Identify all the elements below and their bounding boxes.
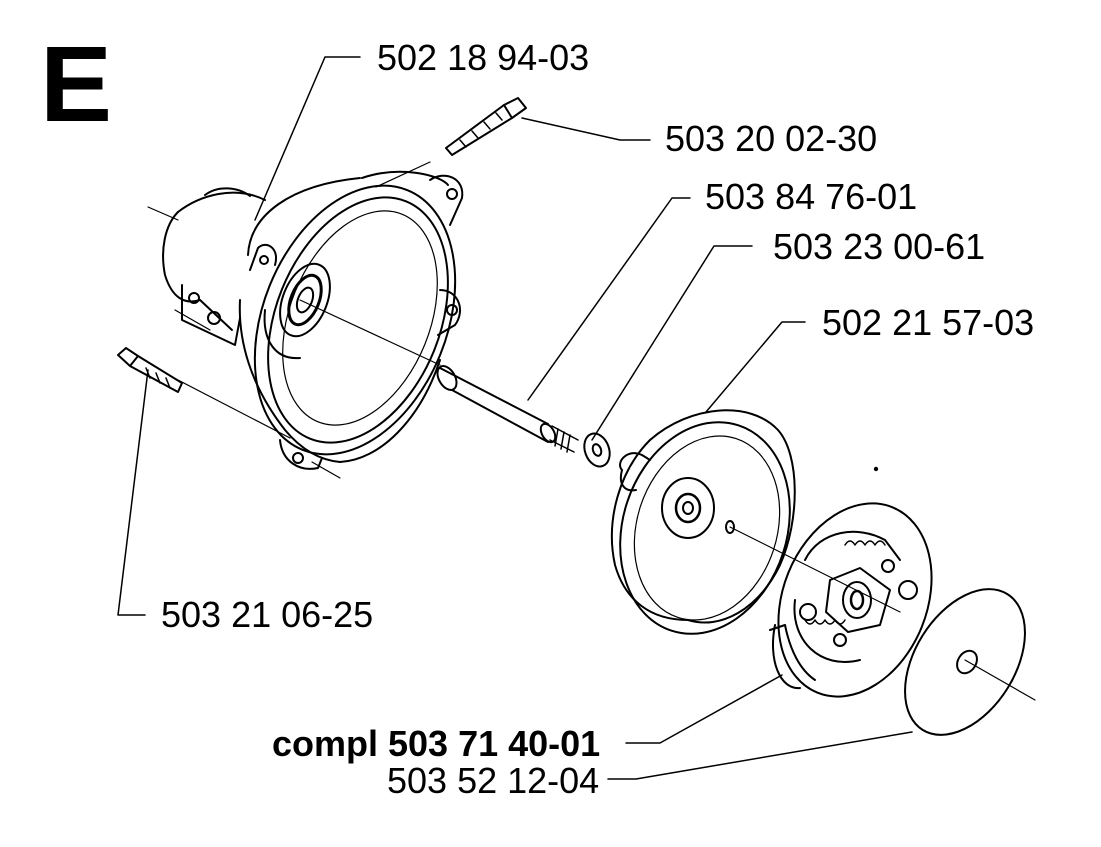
part-label-washer: 503 23 00-61 (773, 226, 986, 267)
leader-clutch-assembly (625, 674, 783, 744)
clutch-drum-drawing (611, 409, 796, 635)
clutch-assembly-drawing (769, 502, 933, 698)
leader-clutch-drum (705, 321, 806, 413)
part-label-gear-housing: 502 18 94-03 (377, 37, 590, 78)
washer-drawing (583, 432, 611, 468)
part-label-cover-plate: 503 52 12-04 (387, 760, 600, 801)
gear-housing-drawing (162, 170, 464, 470)
section-letter: E (40, 23, 113, 144)
leader-gear-housing (254, 56, 361, 221)
lower-screw-drawing (117, 347, 183, 393)
part-label-housing-screw: 503 20 02-30 (665, 118, 878, 159)
part-label-clutch-assembly: compl 503 71 40-01 (272, 723, 601, 764)
cover-plate-drawing (904, 588, 1026, 736)
leader-housing-screw (521, 117, 651, 141)
part-label-clutch-drum: 502 21 57-03 (822, 302, 1035, 343)
part-label-lower-screw: 503 21 06-25 (161, 594, 374, 635)
shaft-drawing (436, 365, 579, 453)
leader-cover-plate (607, 731, 913, 780)
leader-washer (591, 245, 753, 441)
part-label-shaft: 503 84 76-01 (705, 176, 918, 217)
leader-shaft (527, 197, 691, 401)
leader-lower-screw (117, 369, 149, 616)
housing-screw-drawing (445, 97, 527, 156)
leader-lines (117, 56, 913, 780)
